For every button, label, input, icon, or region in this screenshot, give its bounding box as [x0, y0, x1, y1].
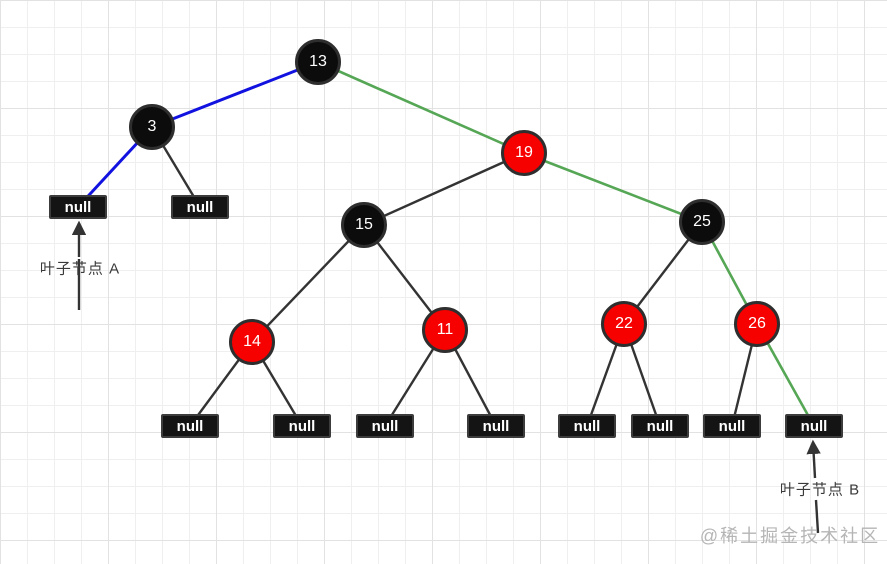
- tree-node-25: 25: [679, 199, 725, 245]
- tree-node-14: 14: [229, 319, 275, 365]
- tree-node-3: 3: [129, 104, 175, 150]
- null-leaf-null7: null: [558, 414, 616, 438]
- tree-node-22: 22: [601, 301, 647, 347]
- null-leaf-null3: null: [161, 414, 219, 438]
- tree-node-15: 15: [341, 202, 387, 248]
- annotation-leaf-a-label: 叶子节点 A: [39, 260, 121, 278]
- null-leaf-nullA: null: [49, 195, 107, 219]
- annotation-arrow-b: [806, 439, 821, 479]
- edge-n19-n25: [523, 151, 703, 224]
- edge-n15-n14: [251, 224, 365, 343]
- null-leaf-null8: null: [631, 414, 689, 438]
- tree-node-19: 19: [501, 130, 547, 176]
- null-leaf-nullB: null: [785, 414, 843, 438]
- annotation-leaf-b-label: 叶子节点 B: [779, 481, 861, 499]
- tree-node-26: 26: [734, 301, 780, 347]
- edge-n13-n19: [317, 60, 525, 155]
- annotation-arrow-b: [814, 499, 820, 534]
- edge-n13-n3: [151, 60, 319, 129]
- null-leaf-null6: null: [467, 414, 525, 438]
- edge-n19-n15: [363, 151, 525, 227]
- tree-node-13: 13: [295, 39, 341, 85]
- tree-node-11: 11: [422, 307, 468, 353]
- null-leaf-null4: null: [273, 414, 331, 438]
- null-leaf-null5: null: [356, 414, 414, 438]
- annotation-arrows: [71, 220, 821, 534]
- null-leaf-null9: null: [703, 414, 761, 438]
- null-leaf-null2: null: [171, 195, 229, 219]
- watermark: @稀土掘金技术社区: [699, 526, 881, 546]
